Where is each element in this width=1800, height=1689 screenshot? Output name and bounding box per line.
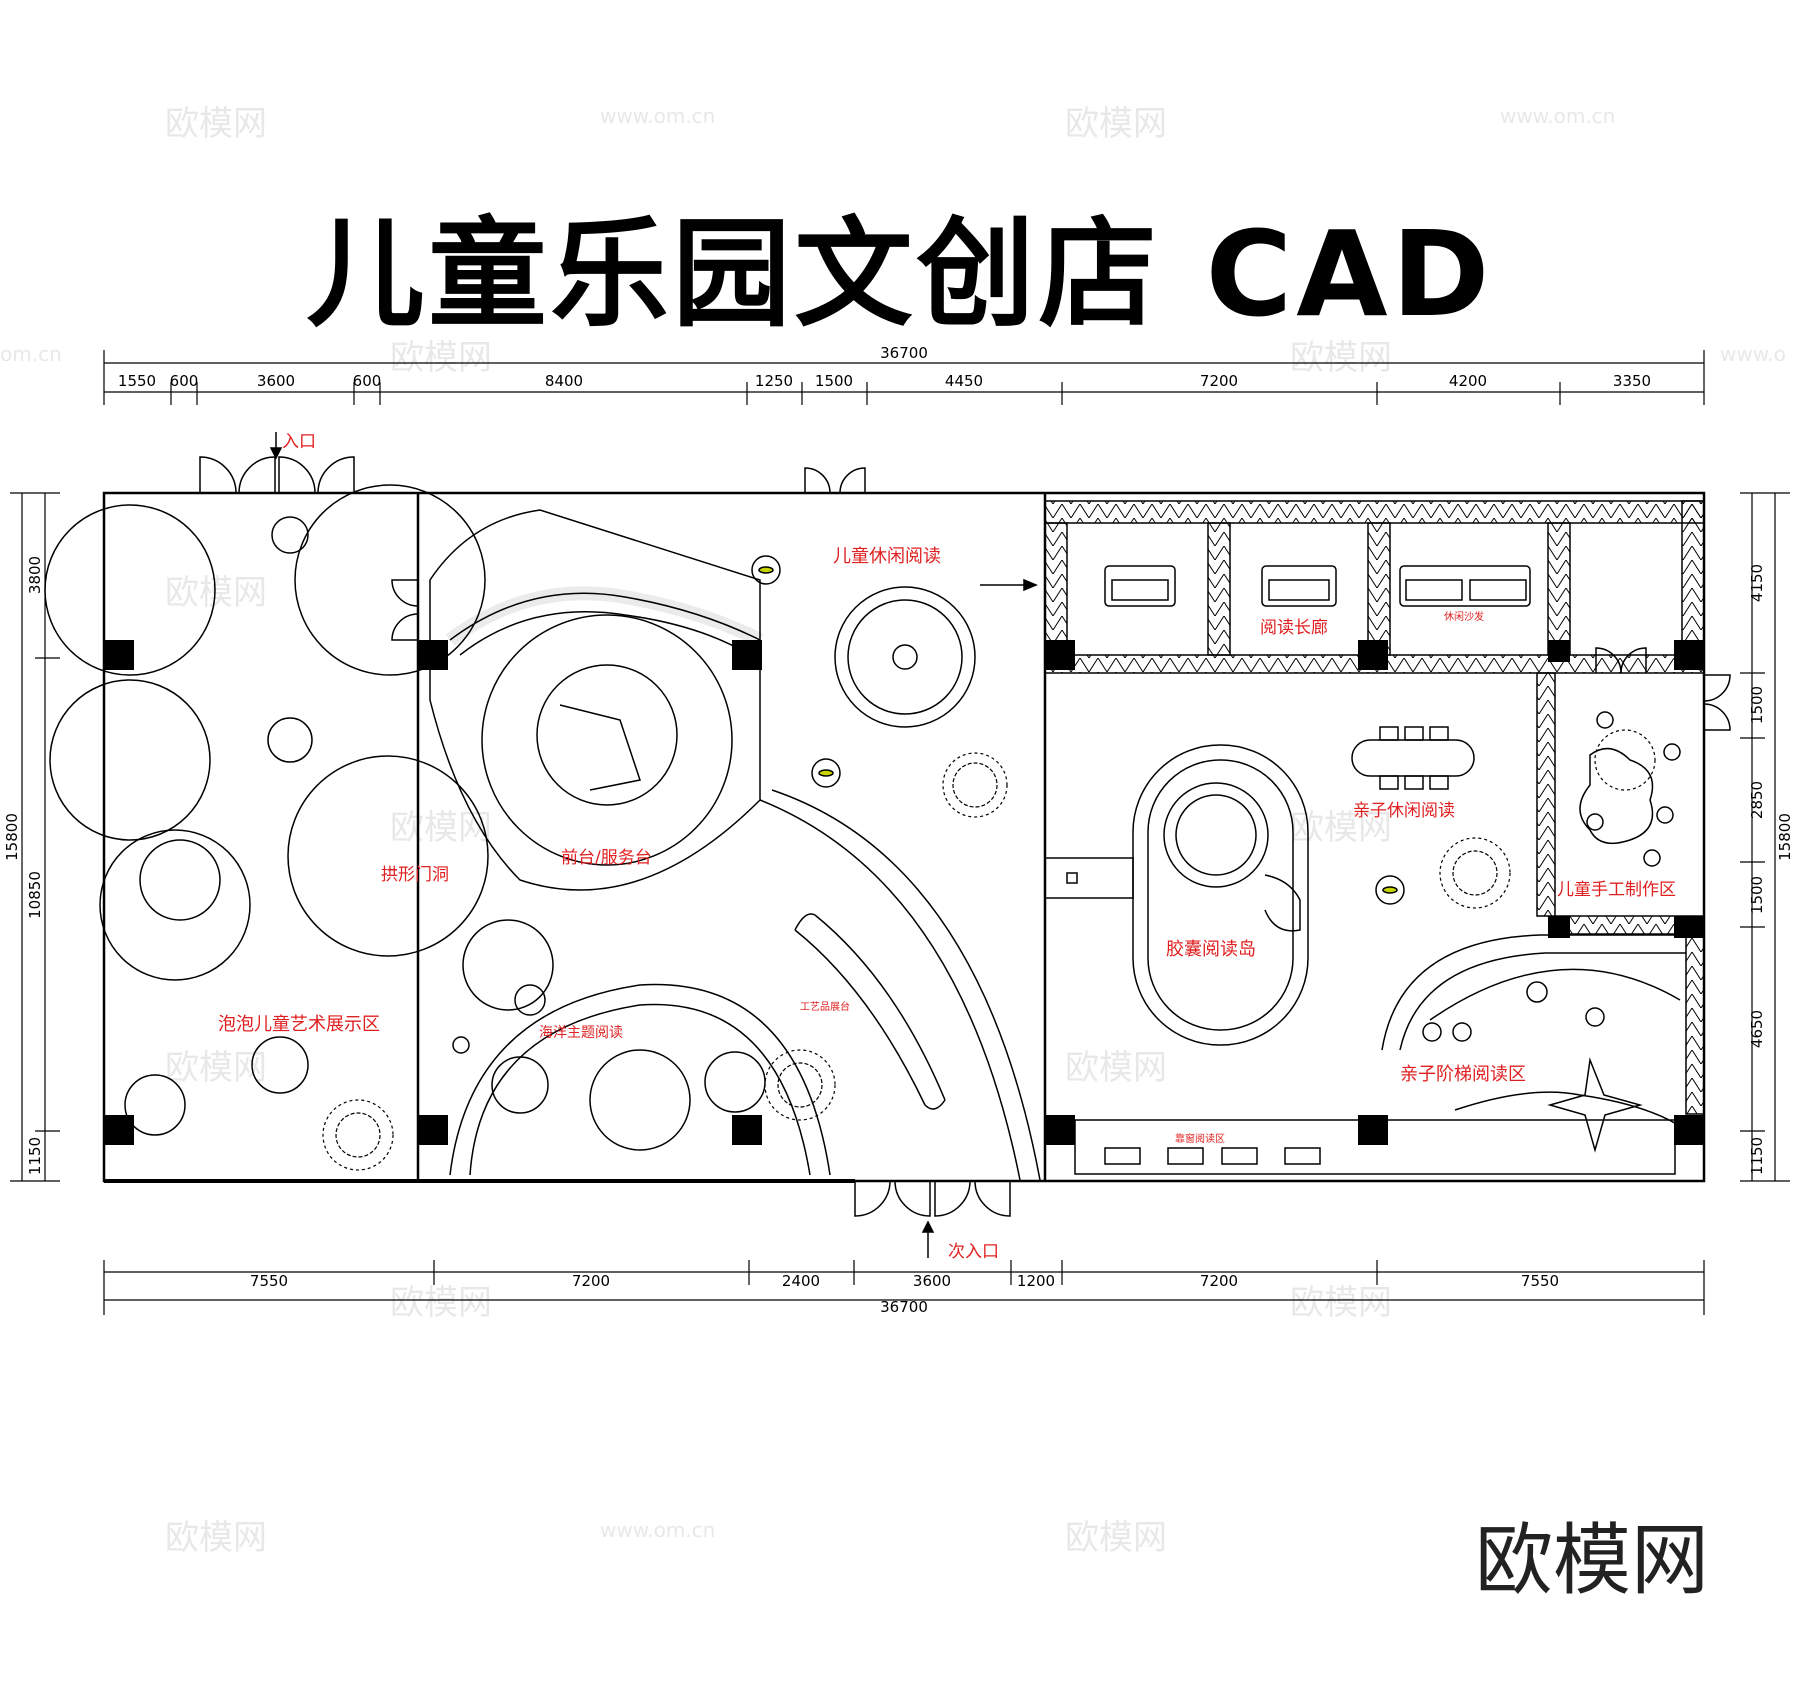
- watermark-logo: 欧模网: [1290, 1283, 1392, 1323]
- reading-gallery-truss: [1044, 500, 1705, 1115]
- label-crafts-display: 工艺品展台: [800, 1000, 850, 1013]
- dim-left-seg: 3800: [26, 556, 44, 594]
- label-ocean-reading: 海洋主题阅读: [539, 1024, 623, 1041]
- label-secondary-entrance: 次入口: [948, 1242, 999, 1262]
- decor-trees: [322, 729, 1656, 1171]
- watermark-logo: 欧模网: [1065, 1518, 1167, 1558]
- watermark-logo: 欧模网: [1065, 1048, 1167, 1088]
- dim-right-seg: 4150: [1748, 564, 1766, 602]
- label-kids-handcraft: 儿童手工制作区: [1557, 880, 1676, 900]
- dim-top-seg: 1500: [815, 372, 853, 390]
- watermark-logo: 欧模网: [165, 1048, 267, 1088]
- dim-top-seg: 4200: [1449, 372, 1487, 390]
- dim-top-seg: 3600: [257, 372, 295, 390]
- dim-top-seg: 600: [353, 372, 382, 390]
- watermark-url: www.om.cn: [1500, 104, 1616, 128]
- label-leisure-sofa: 休闲沙发: [1444, 610, 1484, 623]
- watermark-logo: 欧模网: [1290, 338, 1392, 378]
- dim-bottom-seg: 7550: [1521, 1272, 1559, 1290]
- watermark-logo: 欧模网: [1065, 104, 1167, 144]
- watermark-url: www.om.cn: [600, 1518, 716, 1542]
- dim-left-total: 15800: [3, 813, 21, 861]
- dim-bottom-seg: 7550: [250, 1272, 288, 1290]
- dim-bottom-seg: 7200: [1200, 1272, 1238, 1290]
- dim-top-seg: 7200: [1200, 372, 1238, 390]
- dim-bottom-seg: 2400: [782, 1272, 820, 1290]
- dim-bottom-seg: 7200: [572, 1272, 610, 1290]
- dim-top-seg: 4450: [945, 372, 983, 390]
- sofa-icons: [1104, 565, 1531, 607]
- label-window-reading: 靠窗阅读区: [1175, 1132, 1225, 1145]
- handcraft-zone: [1579, 711, 1681, 867]
- watermark-url: www.o: [1720, 342, 1786, 366]
- dim-top-total: 36700: [880, 344, 928, 362]
- outer-walls: [102, 491, 1706, 1183]
- dim-top-seg: 3350: [1613, 372, 1651, 390]
- brand-logo-text: 欧模网: [1475, 1516, 1710, 1606]
- watermark-url: om.cn: [0, 342, 62, 366]
- parent-child-table: [1351, 726, 1475, 790]
- label-kids-leisure-reading: 儿童休闲阅读: [833, 546, 941, 567]
- watermark-logo: 欧模网: [165, 104, 267, 144]
- watermark-logo: 欧模网: [390, 808, 492, 848]
- label-capsule-island: 胶囊阅读岛: [1166, 939, 1256, 960]
- dimension-ticks: [10, 350, 1790, 1315]
- dim-right-total: 15800: [1776, 813, 1794, 861]
- dim-bottom-seg: 1200: [1017, 1272, 1055, 1290]
- crafts-display-bench: [794, 913, 946, 1110]
- dim-right-seg: 1500: [1748, 876, 1766, 914]
- steps-reading-area: [1381, 934, 1687, 1153]
- dim-left-seg: 10850: [26, 871, 44, 919]
- ocean-reading-zone: [449, 919, 831, 1176]
- dim-right-seg: 1150: [1748, 1137, 1766, 1175]
- kids-leisure-round-table: [834, 586, 976, 728]
- label-parent-child-leisure: 亲子休闲阅读: [1353, 801, 1455, 821]
- watermark-logo: 欧模网: [165, 573, 267, 613]
- label-reception: 前台/服务台: [561, 848, 652, 868]
- watermark-logo: 欧模网: [390, 338, 492, 378]
- rotary-chairs: [751, 555, 1405, 905]
- dim-top-seg: 600: [170, 372, 199, 390]
- dimension-texts: 36700 1550 600 3600 600 8400 1250 1500 4…: [3, 344, 1794, 1316]
- label-parent-child-steps: 亲子阶梯阅读区: [1400, 1064, 1526, 1085]
- zone-labels: 入口 次入口 儿童休闲阅读 阅读长廊 休闲沙发 拱形门洞 前台/服务台 亲子休闲…: [218, 432, 1676, 1262]
- entrance-arrows: [269, 432, 1038, 1258]
- dim-top-seg: 8400: [545, 372, 583, 390]
- watermark-url: www.om.cn: [600, 104, 716, 128]
- dim-top-seg: 1550: [118, 372, 156, 390]
- label-entrance: 入口: [282, 432, 316, 452]
- label-reading-gallery: 阅读长廊: [1260, 618, 1328, 638]
- dimension-lines: [21, 362, 1776, 1301]
- dim-top-seg: 1250: [755, 372, 793, 390]
- page-title: 儿童乐园文创店 CAD: [306, 205, 1494, 343]
- watermark-logo: 欧模网: [390, 1283, 492, 1323]
- passage: [1044, 857, 1134, 899]
- window-reading-seats: [1074, 1119, 1676, 1175]
- dim-right-seg: 4650: [1748, 1010, 1766, 1048]
- dim-bottom-seg: 3600: [913, 1272, 951, 1290]
- dim-left-seg: 1150: [26, 1137, 44, 1175]
- entrance-doors: [199, 456, 1731, 1217]
- dim-bottom-total: 36700: [880, 1298, 928, 1316]
- bubble-art-circles: [44, 484, 489, 1136]
- label-bubble-art: 泡泡儿童艺术展示区: [218, 1014, 380, 1035]
- reception-truss: [445, 586, 1041, 1181]
- dim-right-seg: 1500: [1748, 686, 1766, 724]
- dim-right-seg: 2850: [1748, 781, 1766, 819]
- capsule-reading-island: [1132, 744, 1309, 1046]
- reception-desk: [429, 509, 761, 891]
- watermark-logo: 欧模网: [165, 1518, 267, 1558]
- label-arch-doorway: 拱形门洞: [381, 865, 449, 885]
